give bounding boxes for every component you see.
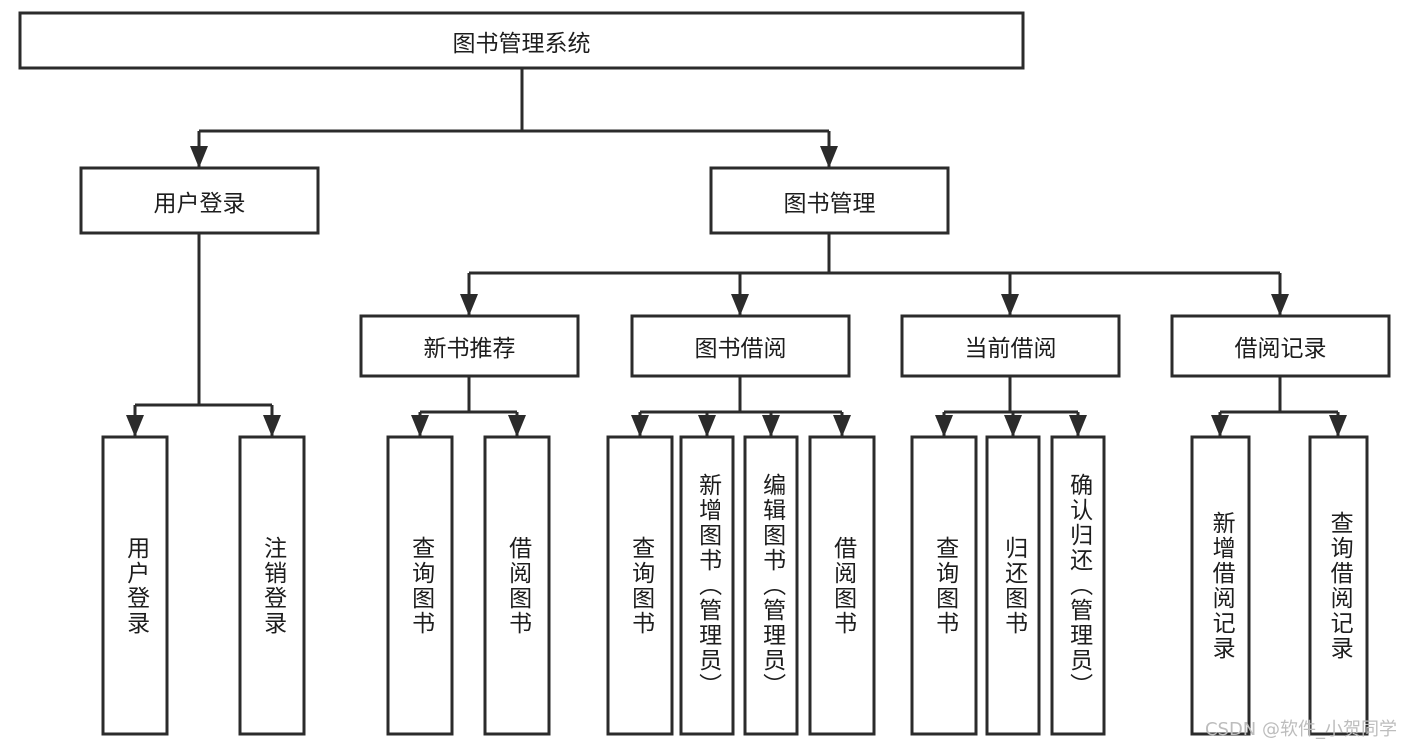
node-new-book-recommend[interactable] [359, 314, 580, 378]
arrow-head-icon [1004, 415, 1022, 437]
arrow-head-icon [190, 146, 208, 168]
leaf-leaf-return-book[interactable] [985, 435, 1041, 736]
leaf-leaf-borrow-book[interactable] [808, 435, 876, 736]
arrow-head-icon [1211, 415, 1229, 437]
arrow-head-icon [631, 415, 649, 437]
arrow-head-icon [1329, 415, 1347, 437]
leaf-leaf-logout-login[interactable] [238, 435, 306, 736]
node-root[interactable] [18, 11, 1025, 70]
boxes-layer [18, 11, 1391, 736]
leaf-leaf-confirm-return-admin[interactable] [1050, 435, 1106, 736]
leaf-leaf-query-borrow-record[interactable] [1308, 435, 1369, 736]
leaf-leaf-query-book-recommend[interactable] [386, 435, 454, 736]
leaf-leaf-borrow-book-recommend[interactable] [483, 435, 551, 736]
arrow-head-icon [411, 415, 429, 437]
node-current-borrow[interactable] [900, 314, 1121, 378]
node-book-manage[interactable] [709, 166, 950, 235]
arrow-head-icon [1271, 294, 1289, 316]
leaf-leaf-user-login[interactable] [101, 435, 169, 736]
arrow-head-icon [263, 415, 281, 437]
arrow-head-icon [1001, 294, 1019, 316]
arrow-head-icon [935, 415, 953, 437]
arrow-head-icon [126, 415, 144, 437]
arrow-head-icon [1069, 415, 1087, 437]
arrow-head-icon [731, 294, 749, 316]
arrow-head-icon [762, 415, 780, 437]
arrow-head-icon [460, 294, 478, 316]
arrow-head-icon [698, 415, 716, 437]
node-book-borrow[interactable] [630, 314, 851, 378]
leaf-leaf-query-book-current[interactable] [910, 435, 978, 736]
arrow-head-icon [833, 415, 851, 437]
leaf-leaf-add-borrow-record[interactable] [1190, 435, 1251, 736]
leaf-leaf-query-book-borrow[interactable] [606, 435, 674, 736]
node-user-login[interactable] [79, 166, 320, 235]
arrow-head-icon [508, 415, 526, 437]
leaf-leaf-add-book-admin[interactable] [679, 435, 735, 736]
arrow-head-icon [820, 146, 838, 168]
leaf-leaf-edit-book-admin[interactable] [743, 435, 799, 736]
connectors-layer [126, 68, 1347, 437]
node-borrow-record[interactable] [1170, 314, 1391, 378]
